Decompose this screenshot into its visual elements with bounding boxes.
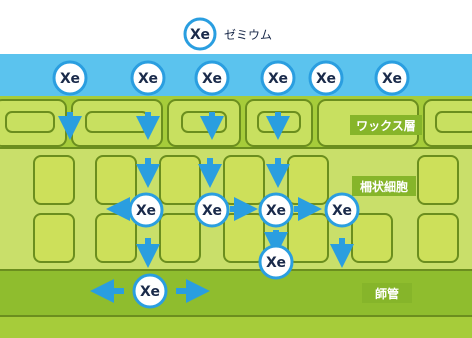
svg-text:Xe: Xe <box>138 71 158 87</box>
xe-atom: Xe <box>128 192 164 228</box>
palisade-cells <box>33 155 459 263</box>
xe-atom: Xe <box>258 244 294 280</box>
wax-layer-label: ワックス層 <box>356 119 416 133</box>
wax-label-bg <box>350 115 422 135</box>
svg-text:Xe: Xe <box>60 71 80 87</box>
xe-atom: Xe <box>324 192 360 228</box>
xe-atom: Xe <box>258 192 294 228</box>
legend-label: ゼミウム <box>224 28 272 42</box>
legend: Xe ゼミウム <box>183 17 272 51</box>
svg-text:Xe: Xe <box>136 203 156 219</box>
palisade-label-bg <box>352 176 416 196</box>
xe-atom: Xe <box>308 60 344 96</box>
xe-atom: Xe <box>52 60 88 96</box>
svg-text:Xe: Xe <box>316 71 336 87</box>
xe-atom: Xe <box>130 60 166 96</box>
svg-text:Xe: Xe <box>332 203 352 219</box>
bottom-band <box>0 316 472 338</box>
legend-xe-atom <box>183 17 217 51</box>
svg-text:Xe: Xe <box>268 71 288 87</box>
legend-xe-symbol: Xe <box>190 27 210 43</box>
svg-text:Xe: Xe <box>140 284 160 300</box>
svg-text:Xe: Xe <box>266 203 286 219</box>
palisade-layer-label: 柵状細胞 <box>360 179 408 194</box>
phloem-label: 師管 <box>375 286 399 301</box>
xe-atom: Xe <box>374 60 410 96</box>
legend-band <box>0 0 472 54</box>
svg-text:Xe: Xe <box>202 203 222 219</box>
svg-text:Xe: Xe <box>266 255 286 271</box>
xe-atom: Xe <box>260 60 296 96</box>
xe-atom: Xe <box>194 192 230 228</box>
flow-arrows <box>58 112 354 303</box>
wax-cells <box>0 99 472 147</box>
xe-atom: Xe <box>132 273 168 309</box>
xe-atoms: Xe Xe Xe Xe Xe Xe Xe Xe Xe Xe Xe Xe <box>52 60 410 309</box>
svg-text:Xe: Xe <box>382 71 402 87</box>
phloem-label-bg <box>362 283 412 303</box>
xe-atom: Xe <box>194 60 230 96</box>
svg-text:Xe: Xe <box>202 71 222 87</box>
